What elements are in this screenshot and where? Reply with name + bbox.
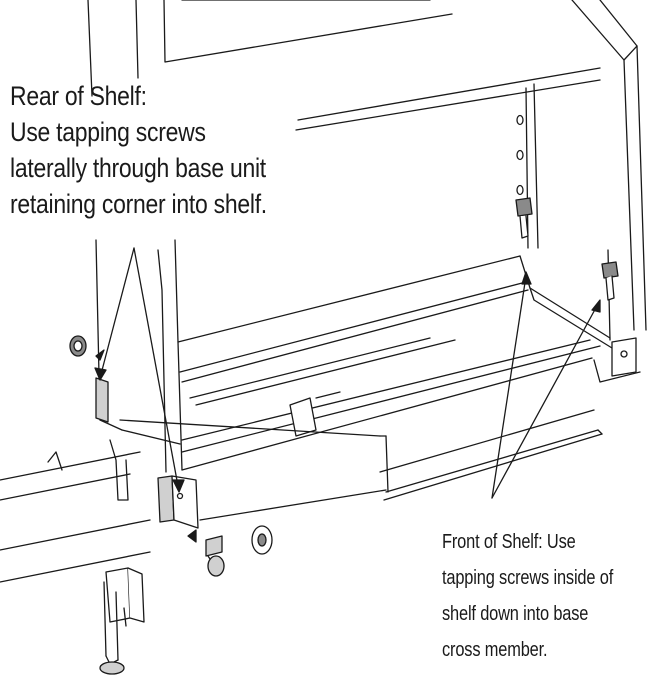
lower-shelf-frame	[119, 255, 613, 471]
tapping-screw-front-right	[601, 261, 619, 301]
washer-front-left	[251, 525, 273, 555]
base-unit	[0, 359, 641, 583]
rear-of-shelf-callout: Rear of Shelf: Use tapping screws latera…	[10, 78, 267, 222]
shelf-pin-holes	[516, 114, 524, 196]
rear-callout-line-1: Rear of Shelf:	[10, 81, 147, 111]
leveling-foot-bracket	[99, 567, 145, 675]
front-of-shelf-callout: Front of Shelf: Use tapping screws insid…	[442, 524, 613, 668]
rear-callout-line-4: retaining corner into shelf.	[10, 189, 267, 219]
tapping-screw-front-center	[515, 197, 533, 239]
front-callout-line-3: shelf down into base	[442, 603, 589, 625]
front-callout-leaders	[491, 275, 599, 499]
front-callout-line-2: tapping screws inside of	[442, 567, 614, 589]
arrowheads	[94, 271, 601, 543]
front-callout-line-1: Front of Shelf: Use	[442, 531, 576, 553]
tapping-screw-front-left	[205, 535, 225, 577]
right-corner-bracket	[611, 337, 637, 377]
right-side-panel	[525, 0, 647, 341]
upper-shelf	[87, 0, 601, 131]
rear-callout-line-2: Use tapping screws	[10, 117, 206, 147]
front-callout-line-4: cross member.	[442, 639, 548, 661]
rear-callout-leaders	[99, 247, 179, 487]
tapping-screw-rear	[69, 335, 87, 357]
rear-callout-line-3: laterally through base unit	[10, 153, 266, 183]
left-retaining-corner-rear	[95, 377, 109, 423]
